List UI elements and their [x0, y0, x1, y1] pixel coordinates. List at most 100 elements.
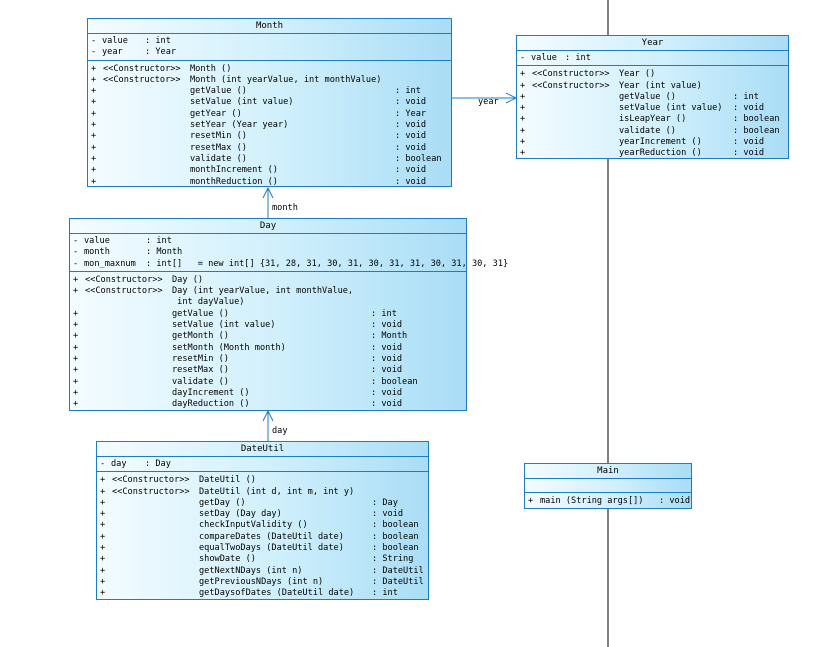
attribute-name: month	[84, 247, 110, 258]
stereotype: <<Constructor>>	[112, 475, 190, 486]
operation-signature: resetMax ()	[190, 142, 247, 153]
visibility-marker: +	[91, 108, 97, 119]
operation-row: +resetMax (): void	[88, 143, 451, 154]
operation-signature: main (String args[]) : void	[540, 496, 691, 506]
operation-signature: dayIncrement ()	[172, 387, 250, 398]
operation-row: +getValue (): int	[88, 86, 451, 97]
operation-signature: setDay (Day day)	[199, 509, 282, 520]
return-type: : boolean	[372, 520, 419, 531]
operation-row: +<<Constructor>>Year (int value)	[517, 81, 788, 92]
arrowhead-day	[262, 409, 274, 422]
operation-signature: resetMax ()	[172, 365, 229, 376]
operation-signature: Month ()	[190, 63, 232, 74]
operation-signature: int dayValue)	[172, 297, 245, 308]
operation-row: +resetMax (): void	[70, 365, 466, 376]
operation-signature: equalTwoDays (DateUtil date)	[199, 543, 344, 554]
operation-row: +<<Constructor>>DateUtil (int d, int m, …	[97, 487, 428, 498]
attribute-name: value	[531, 53, 557, 63]
visibility-marker: +	[91, 86, 97, 97]
operation-row: +getValue (): int	[70, 309, 466, 320]
operation-signature: setYear (Year year)	[190, 120, 289, 131]
return-type: : void	[371, 387, 403, 398]
operation-signature: getDay ()	[199, 497, 246, 508]
return-type: : boolean	[733, 114, 780, 125]
operation-signature: Day ()	[172, 274, 204, 285]
association-label-day: day	[272, 426, 288, 436]
operation-signature: setValue (int value)	[619, 103, 723, 114]
visibility-marker: +	[91, 97, 97, 108]
operation-row: +getPreviousNDays (int n): DateUtil	[97, 577, 428, 588]
attribute-name: mon_maxnum	[84, 258, 136, 269]
visibility-marker: +	[520, 114, 526, 125]
association-label-month: month	[272, 203, 298, 213]
visibility-marker: +	[100, 565, 106, 576]
class-name: Main	[525, 464, 691, 479]
visibility-marker: +	[91, 176, 97, 187]
visibility-marker: +	[100, 554, 106, 565]
attribute-name: value	[102, 36, 128, 46]
operation-row: int dayValue)	[70, 297, 466, 308]
operation-row: +<<Constructor>>Month ()	[88, 64, 451, 75]
operation-signature: getNextNDays (int n)	[199, 565, 303, 576]
operation-row: +validate (): boolean	[70, 377, 466, 388]
visibility-marker: +	[73, 286, 79, 297]
attribute-type: : int[] = new int[] {31, 28, 31, 30, 31,…	[146, 258, 509, 269]
operation-row: +setValue (int value): void	[517, 103, 788, 114]
operation-signature: DateUtil ()	[199, 475, 256, 486]
visibility-marker: +	[100, 576, 106, 587]
attribute-type: : int	[146, 236, 172, 246]
visibility-marker: +	[73, 353, 79, 364]
operation-row: +setYear (Year year): void	[88, 120, 451, 131]
operation-row: +setValue (int value): void	[88, 97, 451, 108]
operation-row: +checkInputValidity (): boolean	[97, 520, 428, 531]
visibility-marker: -	[91, 36, 97, 46]
operation-row: +getYear (): Year	[88, 109, 451, 120]
visibility-marker: -	[73, 236, 79, 246]
visibility-marker: +	[528, 496, 534, 506]
operation-row: +getMonth (): Month	[70, 331, 466, 342]
visibility-marker: +	[520, 137, 526, 148]
visibility-marker: -	[73, 258, 79, 269]
visibility-marker: -	[91, 47, 97, 58]
class-name: Day	[70, 219, 466, 234]
return-type: : Day	[372, 497, 398, 508]
attribute-name: year	[102, 47, 123, 58]
operations-section: +<<Constructor>>Year ()+<<Constructor>>Y…	[517, 66, 788, 159]
visibility-marker: +	[520, 125, 526, 136]
attribute-type: : Year	[145, 47, 177, 58]
class-dateutil[interactable]: DateUtil -day: Day +<<Constructor>>DateU…	[96, 441, 429, 600]
attributes-section: -value: int-month: Month-mon_maxnum: int…	[70, 234, 508, 272]
return-type: : Year	[395, 108, 427, 119]
return-type: : int	[395, 86, 421, 97]
class-main[interactable]: Main + main (String args[]) : void	[524, 463, 692, 509]
class-month[interactable]: Month -value: int-year: Year +<<Construc…	[87, 18, 452, 187]
operation-row: +monthIncrement (): void	[88, 165, 451, 176]
return-type: : Month	[371, 331, 408, 342]
attribute-type: : Month	[146, 247, 183, 258]
class-day[interactable]: Day -value: int-month: Month-mon_maxnum:…	[69, 218, 508, 411]
attribute-row: -value: int	[517, 53, 788, 64]
attributes-section: -value: int	[517, 51, 788, 67]
visibility-marker: +	[73, 399, 79, 410]
operation-signature: monthIncrement ()	[190, 165, 278, 176]
return-type: : void	[395, 131, 427, 142]
visibility-marker: +	[73, 274, 79, 285]
return-type: : void	[371, 320, 403, 331]
visibility-marker: +	[520, 103, 526, 114]
return-type: : void	[733, 137, 765, 148]
operation-signature: getValue ()	[172, 308, 229, 319]
operation-row: +<<Constructor>>Day (int yearValue, int …	[70, 286, 466, 297]
operation-signature: Year (int value)	[619, 80, 702, 91]
class-year[interactable]: Year -value: int +<<Constructor>>Year ()…	[516, 35, 789, 159]
operation-row: +isLeapYear (): boolean	[517, 114, 788, 125]
visibility-marker: -	[520, 53, 526, 63]
attributes-section	[525, 479, 691, 493]
visibility-marker: +	[73, 331, 79, 342]
return-type: : void	[395, 97, 427, 108]
operations-section: + main (String args[]) : void	[525, 493, 691, 507]
visibility-marker: +	[73, 387, 79, 398]
stereotype: <<Constructor>>	[532, 69, 610, 80]
return-type: : void	[371, 342, 403, 353]
operation-row: +validate (): boolean	[517, 126, 788, 137]
operation-signature: Month (int yearValue, int monthValue)	[190, 74, 382, 85]
